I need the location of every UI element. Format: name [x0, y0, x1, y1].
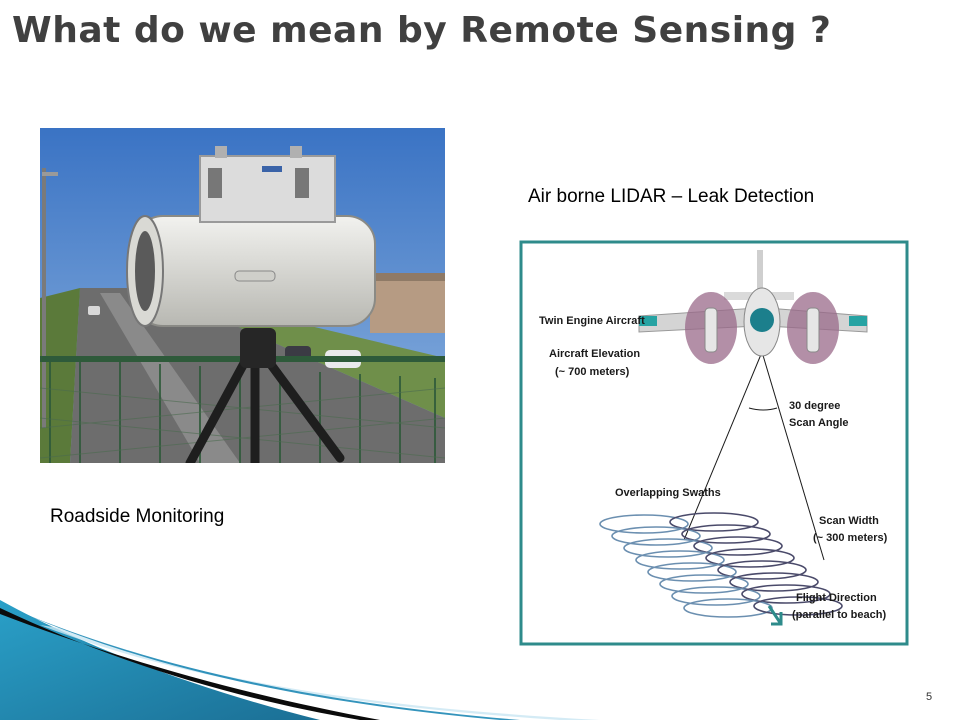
- swath-ellipse: [647, 562, 737, 582]
- label-scan-angle: 30 degree: [789, 400, 841, 412]
- swath-ellipse: [717, 560, 807, 580]
- label-scan-width-value: (~ 300 meters): [813, 532, 888, 544]
- swath-ellipse: [741, 584, 831, 604]
- swath-ellipse: [681, 524, 771, 544]
- slide-title: What do we mean by Remote Sensing ?: [12, 10, 832, 51]
- swath-ellipse: [635, 550, 725, 570]
- label-flight-direction-2: (parallel to beach): [792, 609, 887, 621]
- label-scan-width: Scan Width: [819, 515, 879, 527]
- swath-ellipse: [669, 512, 759, 532]
- swath-ellipse: [729, 572, 819, 592]
- swath-ellipse: [671, 586, 761, 606]
- page-number: 5: [926, 691, 933, 703]
- swath-ellipse: [753, 596, 843, 616]
- swath-ellipse: [659, 574, 749, 594]
- roadside-monitoring-photo: [40, 128, 445, 463]
- flight-direction-arrow-icon: [767, 605, 783, 626]
- roadside-caption: Roadside Monitoring: [50, 506, 225, 527]
- lidar-caption: Air borne LIDAR – Leak Detection: [528, 186, 815, 207]
- swath-ellipse: [611, 526, 701, 546]
- label-scan-angle-2: Scan Angle: [789, 417, 849, 429]
- label-elevation: Aircraft Elevation: [549, 348, 641, 360]
- lidar-diagram: Twin Engine Aircraft Aircraft Elevation …: [519, 240, 909, 646]
- label-swaths: Overlapping Swaths: [615, 487, 721, 499]
- swath-ellipse: [623, 538, 713, 558]
- swath-ellipse: [705, 548, 795, 568]
- label-twin-engine: Twin Engine Aircraft: [539, 315, 645, 327]
- swath-ellipse: [599, 514, 689, 534]
- label-flight-direction: Flight Direction: [796, 592, 877, 604]
- decorative-swoosh: [0, 600, 600, 720]
- aircraft-icon: [638, 250, 868, 364]
- label-elevation-value: (~ 700 meters): [555, 366, 630, 378]
- swath-ellipse: [693, 536, 783, 556]
